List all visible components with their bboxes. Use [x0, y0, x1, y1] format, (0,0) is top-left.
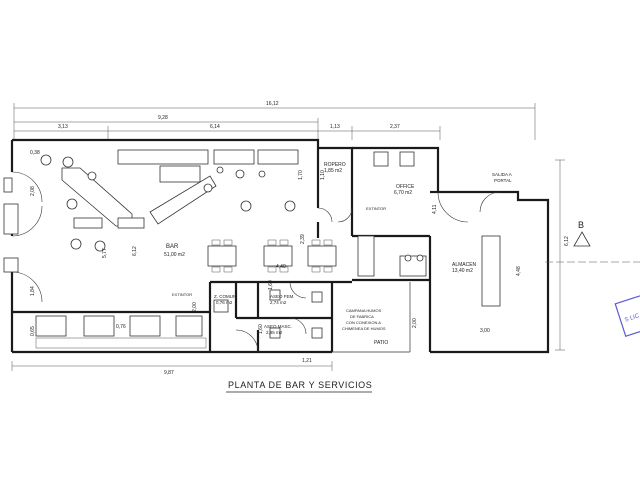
- dim-overall: 16,12: [266, 101, 279, 107]
- dim-seg-d: 2,37: [390, 124, 400, 130]
- entrance-doors: [3, 171, 43, 303]
- stamp: [614, 290, 640, 338]
- room-bar-area: 51,00 m2: [164, 252, 185, 258]
- room-zcomun-name: Z. COMUN: [214, 294, 236, 299]
- room-ropero-area: 1,85 m2: [324, 168, 342, 174]
- dim-h: 2,00: [412, 318, 418, 328]
- toilet-fixtures: [213, 281, 323, 353]
- room-almacen-area: 13,40 m2: [452, 268, 473, 274]
- dim-j: 3,00: [480, 328, 490, 334]
- building-walls: [10, 138, 550, 354]
- dim-n: 1,60: [268, 280, 274, 290]
- dim-m: 1,60: [258, 324, 264, 334]
- campana-line4: CHIMENEA DE HUMOS: [342, 326, 386, 331]
- dim-b: 2,39: [300, 234, 306, 244]
- dim-bar-width: 9,28: [158, 115, 168, 121]
- room-zcomun-area: 0,76 m2: [216, 300, 233, 305]
- dim-bottom-total: 9,87: [164, 370, 174, 376]
- campana-line1: CAMPANA HUMOS: [346, 308, 382, 313]
- square-tables: [35, 239, 337, 349]
- room-office-area: 6,70 m2: [394, 190, 412, 196]
- bar-counter: [61, 149, 299, 229]
- room-aseo-masc-area: 2,85 m2: [266, 330, 283, 335]
- dim-left-2: 2,08: [30, 186, 36, 196]
- section-marker: [545, 231, 640, 263]
- stamp-text: S LIC: [624, 313, 640, 324]
- dim-f: 4,11: [432, 204, 438, 214]
- dim-i: 1,21: [302, 358, 312, 364]
- campana-line3: CON CONEXION A: [346, 320, 381, 325]
- dim-k: 2,00: [192, 302, 198, 312]
- dim-g: 4,48: [516, 266, 522, 276]
- top-dimension-lines: [13, 103, 565, 351]
- room-patio-name: PATIO: [374, 340, 388, 346]
- dim-seg-b: 6,14: [210, 124, 220, 130]
- salida-line2: PORTAL: [494, 178, 512, 183]
- room-bar-name: BAR: [166, 244, 179, 250]
- room-ropero-name: ROPERO: [324, 162, 346, 168]
- room-office-name: OFFICE: [396, 184, 415, 190]
- salida-line1: SALIDA A: [492, 172, 512, 177]
- dim-height-mid: 6,12: [132, 246, 138, 256]
- drawing-title: PLANTA DE BAR Y SERVICIOS: [228, 380, 372, 390]
- dim-left-4: 0,65: [30, 326, 36, 336]
- dim-height-main: 5,77: [102, 248, 108, 258]
- dim-e: 1,10: [320, 170, 326, 180]
- campana-line2: DE FABRICA: [350, 314, 374, 319]
- dim-d: 1,70: [298, 170, 304, 180]
- dim-seg-a: 3,13: [58, 124, 68, 130]
- dim-left-3: 1,84: [30, 286, 36, 296]
- dim-left-1: 0,38: [30, 150, 40, 156]
- office-fixtures: [317, 151, 501, 307]
- round-tables: [40, 154, 296, 252]
- extintor-label-1: EXTINTOR: [366, 206, 386, 211]
- room-almacen-name: ALMACEN: [452, 262, 477, 268]
- room-aseo-fem-name: ASEO FEM.: [270, 294, 295, 299]
- extintor-label-2: EXTINTOR: [172, 292, 192, 297]
- dim-seg-c: 1,13: [330, 124, 340, 130]
- dim-height-right: 6,12: [564, 236, 570, 246]
- room-aseo-fem-area: 2,74 m2: [270, 300, 287, 305]
- dim-l: 0,76: [116, 324, 126, 330]
- dim-c: 4,40: [276, 264, 286, 270]
- room-aseo-masc-name: ASEO MASC.: [264, 324, 292, 329]
- section-marker-label: B: [578, 220, 584, 230]
